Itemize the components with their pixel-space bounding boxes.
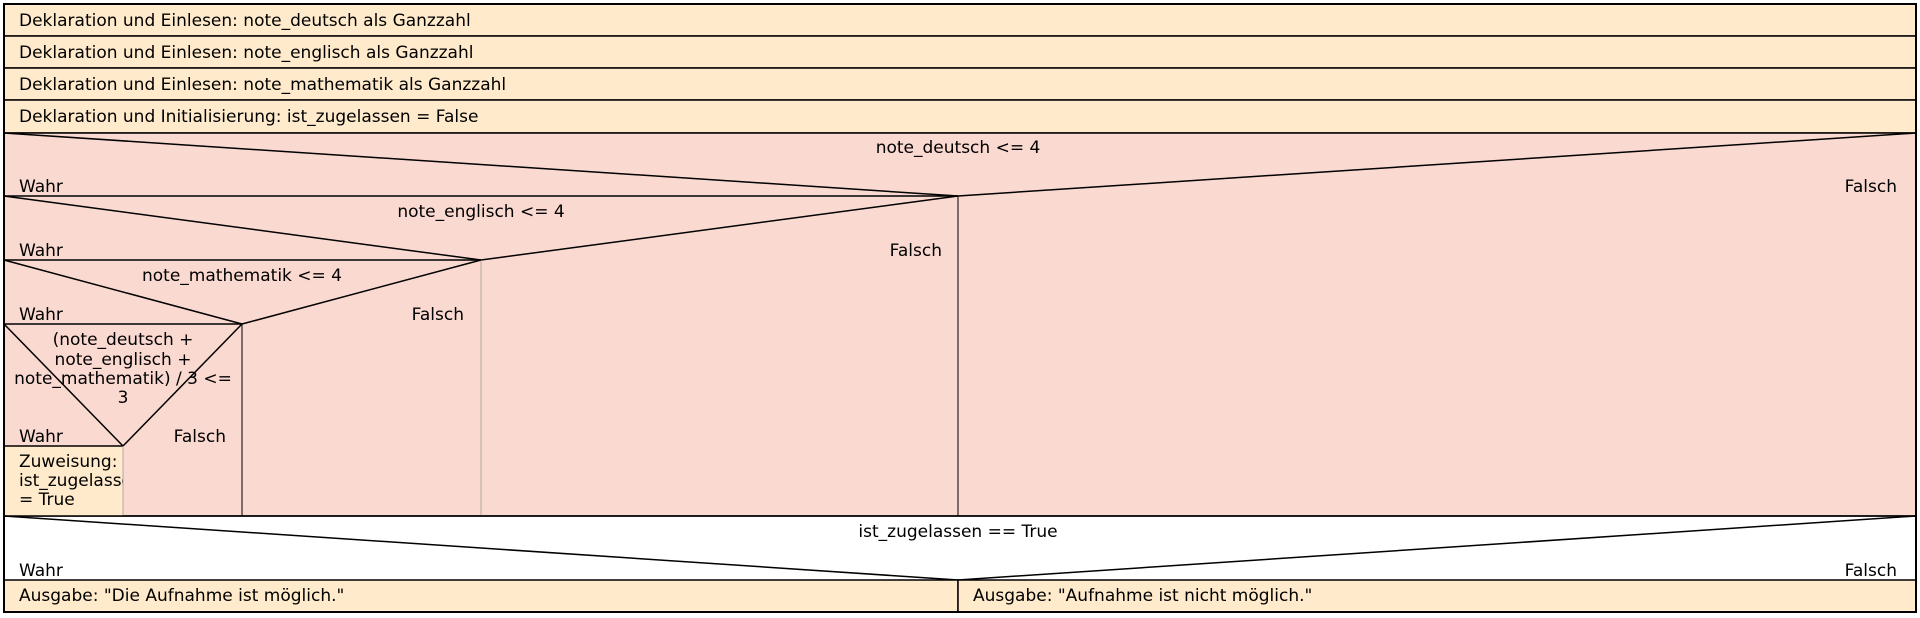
decision-4-false-label: Falsch [174, 427, 226, 447]
final-decision-right-diagonal [957, 515, 1917, 581]
decision-3-condition: note_mathematik <= 4 [142, 266, 342, 286]
assignment-line-3: = True [19, 490, 75, 510]
decision-4-condition-line-2: note_englisch + [55, 350, 192, 370]
decision-4-right-diagonal [122, 323, 243, 447]
final-decision-condition: ist_zugelassen == True [858, 522, 1057, 542]
step-text-4: Deklaration und Initialisierung: ist_zug… [19, 107, 478, 127]
decision-2-false-label: Falsch [890, 241, 942, 261]
decision-4-true-label: Wahr [19, 427, 63, 447]
decision-1-condition: note_deutsch <= 4 [876, 138, 1041, 158]
decision-4-left-diagonal [3, 323, 124, 447]
decision-4-condition-line-3: note_mathematik) / 3 <= [14, 369, 232, 389]
decision-4-condition-line-1: (note_deutsch + [53, 330, 194, 350]
decision-1-false-label: Falsch [1845, 177, 1897, 197]
decision-3-right-diagonal [241, 259, 482, 325]
decision-2-true-label: Wahr [19, 241, 63, 261]
output-false-text: Ausgabe: "Aufnahme ist nicht möglich." [973, 586, 1312, 606]
final-decision-false-label: Falsch [1845, 561, 1897, 581]
decision-1-true-label: Wahr [19, 177, 63, 197]
decision-2-left-diagonal [3, 195, 482, 261]
assignment-block [4, 446, 123, 516]
outer-frame [3, 3, 1917, 613]
final-decision-true-label: Wahr [19, 561, 63, 581]
decision-4-condition-line-4: 3 [118, 388, 129, 408]
final-decision-left-diagonal [3, 515, 959, 581]
output-true-block [3, 579, 959, 613]
decision-3-false-label: Falsch [412, 305, 464, 325]
assignment-line-2: ist_zugelassen [19, 471, 143, 491]
decision-3-true-label: Wahr [19, 305, 63, 325]
decision-2-right-diagonal [480, 195, 959, 261]
step-block-2 [3, 35, 1917, 69]
output-true-text: Ausgabe: "Die Aufnahme ist möglich." [19, 586, 344, 606]
decision-1-left-diagonal [3, 132, 959, 197]
step-block-1 [3, 3, 1917, 37]
decision-3-left-diagonal [3, 259, 243, 325]
step-text-3: Deklaration und Einlesen: note_mathemati… [19, 75, 506, 95]
decision-area [3, 132, 1917, 517]
step-text-1: Deklaration und Einlesen: note_deutsch a… [19, 11, 471, 31]
decision-1-right-diagonal [957, 132, 1917, 197]
step-text-2: Deklaration und Einlesen: note_englisch … [19, 43, 473, 63]
assignment-line-1: Zuweisung: [19, 452, 117, 472]
decision-2-condition: note_englisch <= 4 [397, 202, 564, 222]
